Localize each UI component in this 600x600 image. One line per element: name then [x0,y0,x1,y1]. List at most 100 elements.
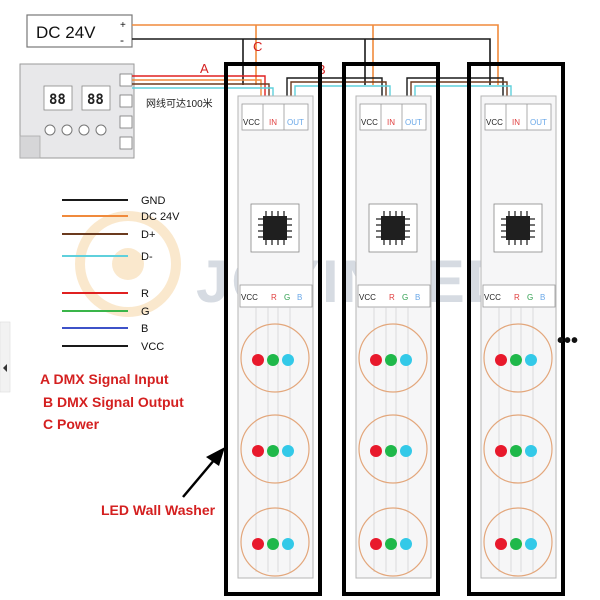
display-right-digits: 88 [87,92,104,108]
output-pin-block [482,284,556,308]
led-red-dot [495,538,507,550]
legend-label: B [141,323,148,335]
led-cyan-dot [400,354,412,366]
lens-ring [483,414,553,484]
led-red-dot [252,354,264,366]
signal-wire-a-red [132,75,266,96]
output-pin-block [239,284,313,308]
controller-bracket [19,135,41,159]
lens-ring [240,414,310,484]
led-cyan-dot [525,354,537,366]
watermark-logo-core [112,248,144,280]
power-supply: DC 24V + - [26,14,133,48]
led-cyan-dot [282,538,294,550]
led-green-dot [267,445,279,457]
pin-in-label: IN [512,118,520,127]
led-red-dot [495,354,507,366]
legend-label: D- [141,251,153,263]
power-negative-wire [132,38,491,85]
fixture-bar [355,95,432,579]
pin-vcc-label: VCC [361,118,378,127]
fixture-bar [480,95,557,579]
led-cyan-dot [282,354,294,366]
note-a: A DMX Signal Input [40,371,169,387]
note-c: C Power [43,416,100,432]
pin-vcc-label: VCC [486,118,503,127]
led-red-dot [495,445,507,457]
led-red-dot [252,445,264,457]
controller-port-1 [119,73,133,87]
ic-chip-frame [368,203,418,253]
led-green-dot [385,538,397,550]
controller-port-2 [119,94,133,108]
output-pin-block [357,284,431,308]
controller-port-3 [119,115,133,129]
led-green-dot [385,445,397,457]
legend-label: GND [141,195,166,207]
led-red-dot [370,445,382,457]
out-pin-r-label: R [514,293,520,302]
pin-vcc-label: VCC [243,118,260,127]
arrow-head [206,447,225,466]
pointer-arrow [182,447,225,498]
controller-button-2 [61,124,73,136]
controller-button-1 [44,124,56,136]
out-pin-b-label: B [540,293,545,302]
out-pin-vcc-label: VCC [484,293,501,302]
legend-label: VCC [141,341,164,353]
lens-ring [483,507,553,577]
fixture-frame [342,62,440,596]
legend-label: R [141,288,149,300]
led-cyan-dot [525,538,537,550]
out-pin-b-label: B [297,293,302,302]
pin-out-label: OUT [405,118,422,127]
lens-ring [358,507,428,577]
power-supply-label: DC 24V [36,23,96,42]
left-arrow-icon [3,364,7,372]
out-pin-r-label: R [389,293,395,302]
lens-ring [358,323,428,393]
lens-ring [358,414,428,484]
power-minus-sign: - [120,33,124,47]
controller-button-4 [95,124,107,136]
signal-wire-a-cyan [132,87,274,96]
signal-link-2-dark [406,77,504,96]
signal-wire-a-orange [132,79,262,96]
display-right-frame [81,85,111,111]
note-b: B DMX Signal Output [43,394,184,410]
wire-legend: GND DC 24V D+ D- RGB VCC [62,195,180,353]
led-red-dot [252,538,264,550]
led-green-dot [510,445,522,457]
display-left-digits: 88 [49,92,66,108]
pin-out-label: OUT [287,118,304,127]
out-pin-g-label: G [402,293,408,302]
ic-chip [506,216,530,240]
signal-link-2-cyan [414,85,512,96]
out-pin-g-label: G [284,293,290,302]
led-red-dot [370,538,382,550]
legend-label: G [141,306,150,318]
led-wall-washer-label: LED Wall Washer [101,502,216,518]
power-supply-box [26,14,133,48]
led-green-dot [267,538,279,550]
marker-c: C [253,39,262,54]
pin-out-label: OUT [530,118,547,127]
input-pin-block [484,103,552,131]
arrow-shaft [182,458,216,498]
more-fixtures-ellipsis: ••• [557,330,578,352]
power-plus-sign: + [120,20,126,31]
signal-wires [132,75,512,96]
lens-ring [240,507,310,577]
fixture-frame [224,62,322,596]
out-pin-r-label: R [271,293,277,302]
legend-label: D+ [141,229,155,241]
dmx-controller: 88 88 网线可达100米 [19,63,213,159]
lens-ring [240,323,310,393]
legend-label: DC 24V [141,211,180,223]
led-green-dot [385,354,397,366]
